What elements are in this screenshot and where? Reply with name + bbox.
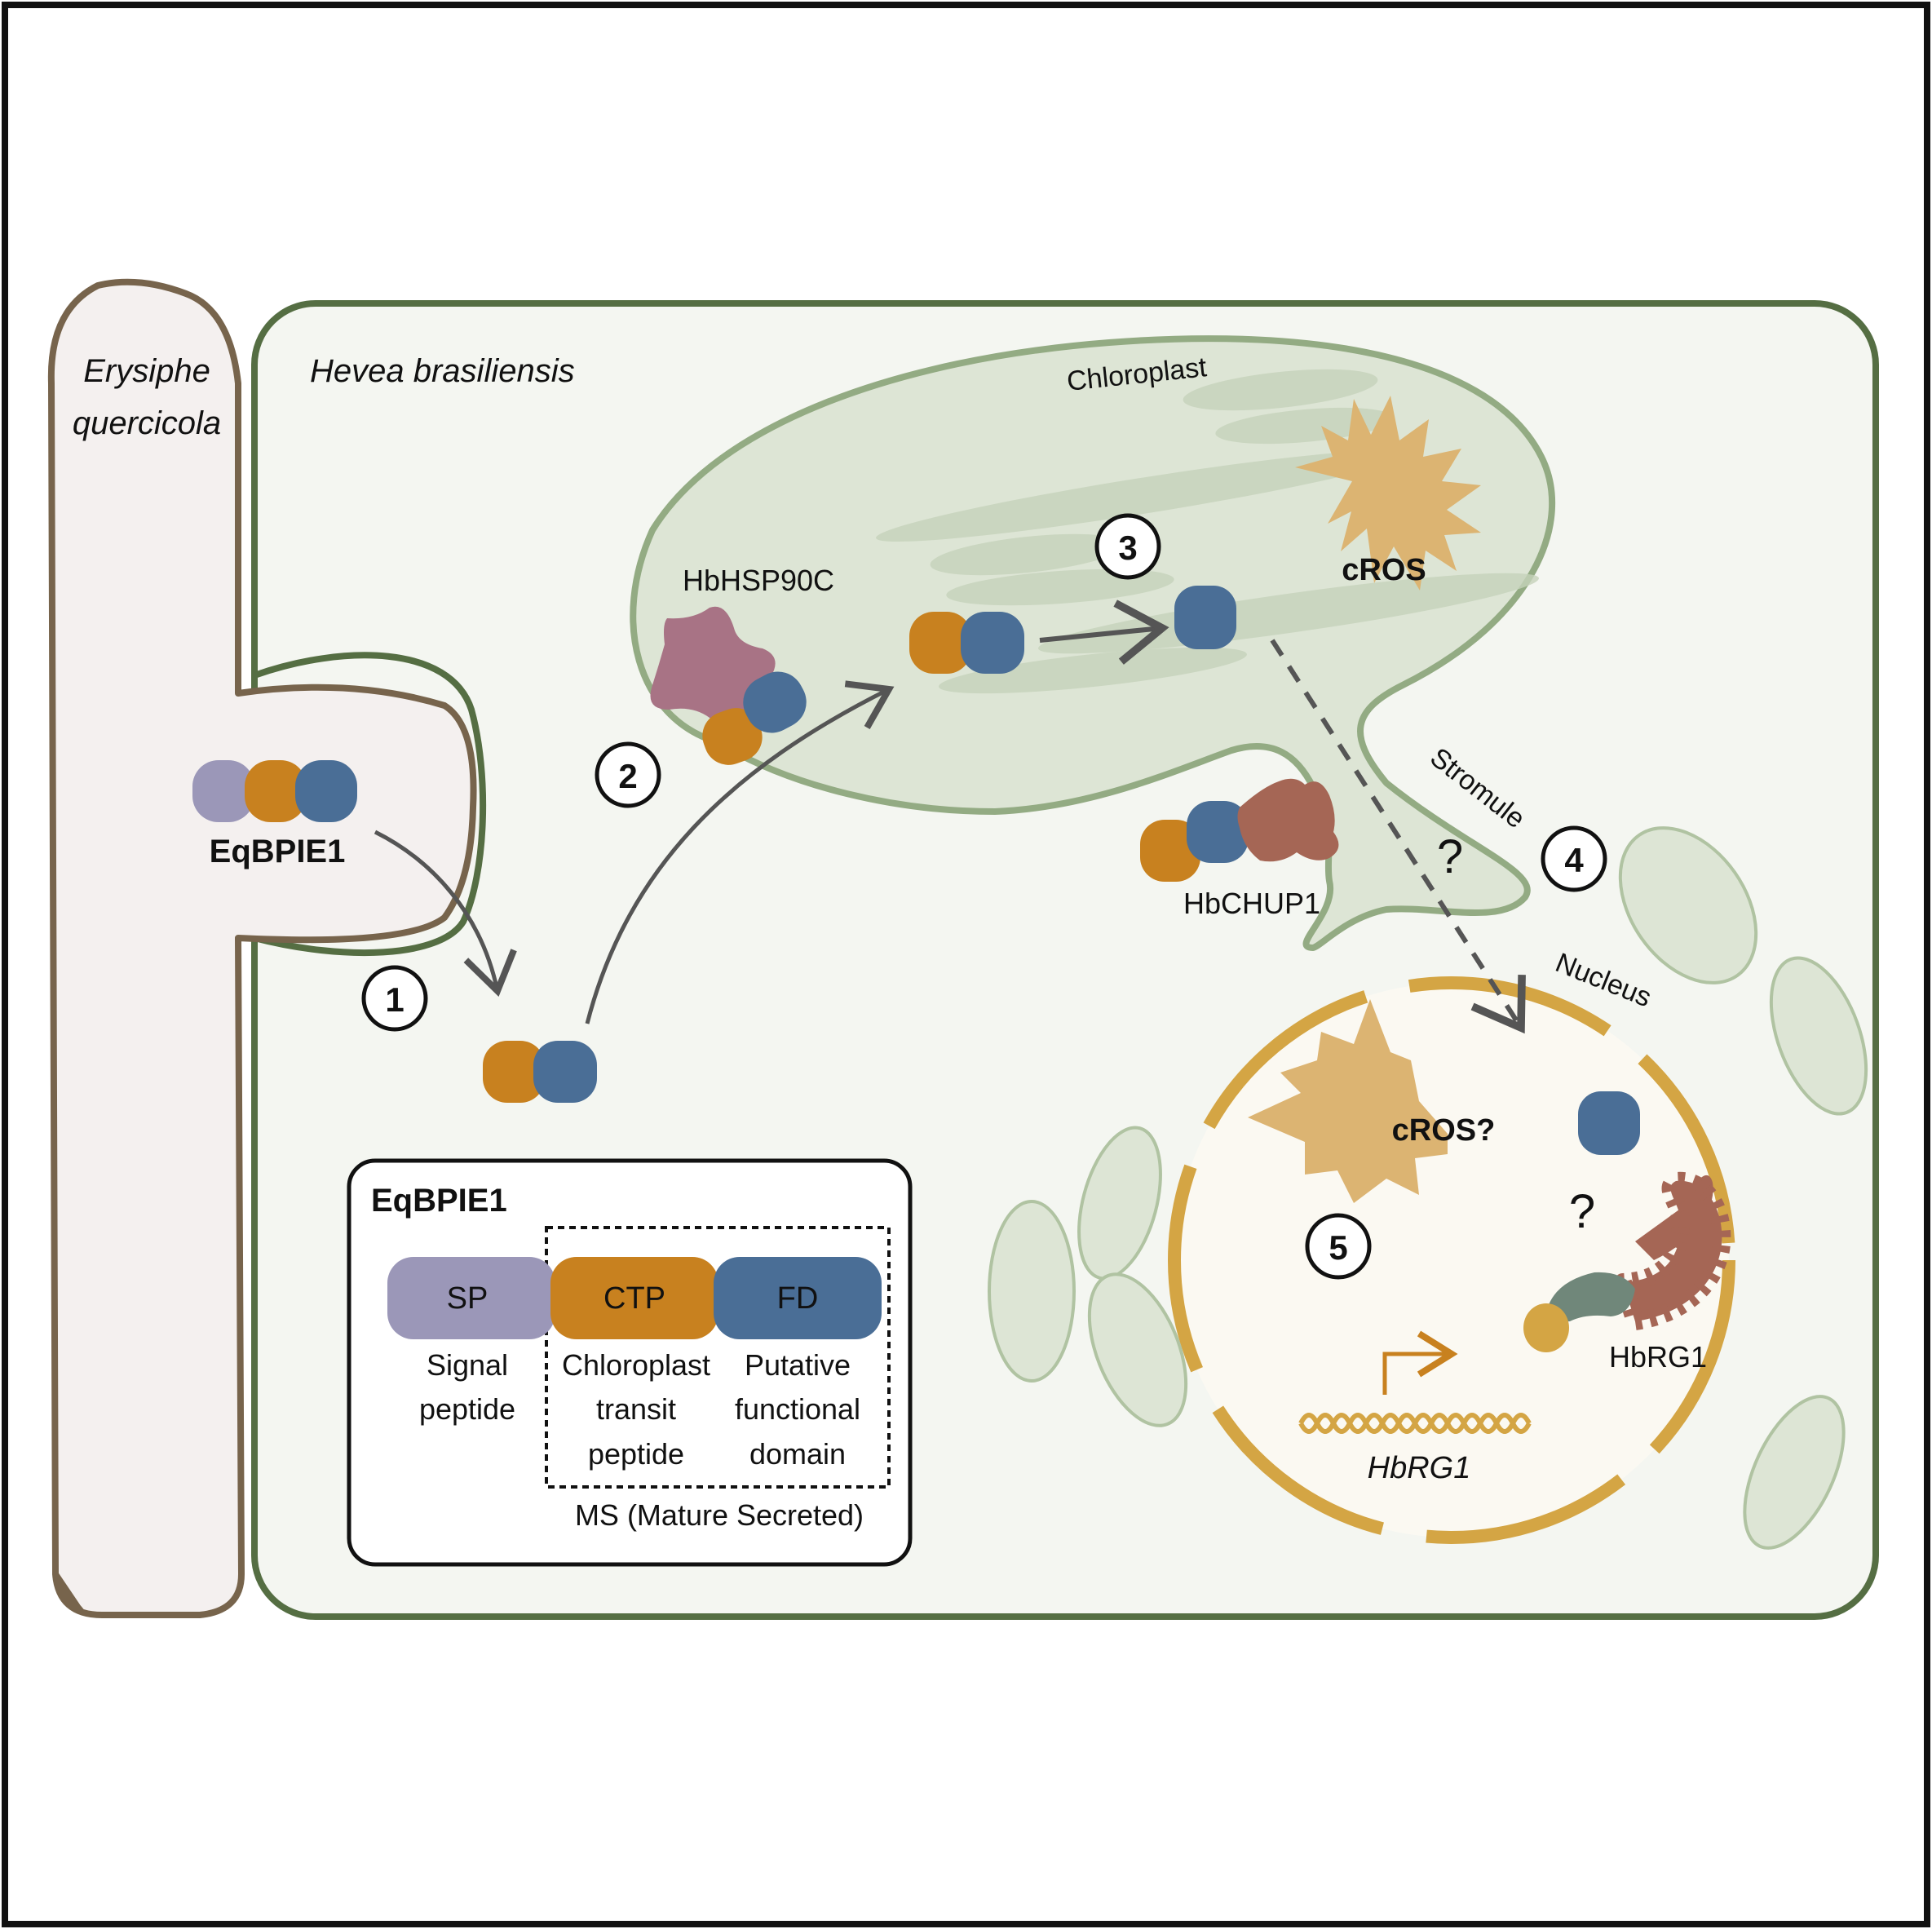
hsp90c-label: HbHSP90C: [683, 564, 834, 597]
effector-full: [192, 760, 357, 822]
step-2-label: 2: [618, 757, 637, 795]
step-1-label: 1: [385, 980, 404, 1019]
legend-sp-abbr: SP: [447, 1281, 489, 1316]
rg1-protein-body: [1614, 1171, 1731, 1330]
mature-secreted-label: MS (Mature Secreted): [575, 1498, 864, 1532]
ros-chloroplast-label: cROS: [1342, 553, 1426, 587]
step-5-label: 5: [1329, 1228, 1347, 1267]
step-5-marker: 5: [1305, 1213, 1372, 1280]
legend-ctp-block: [550, 1257, 718, 1339]
legend-fd-abbr: FD: [777, 1281, 819, 1316]
rg1-green-domain: [1548, 1272, 1635, 1322]
rg1-gene-dna: [1298, 1413, 1532, 1434]
step-4-label: 4: [1564, 841, 1584, 879]
effector-mature-chloroplast: [909, 612, 1024, 674]
legend-ctp-desc-2: transit: [596, 1392, 676, 1426]
haustorium-membrane: [253, 652, 487, 957]
chup1-bound-effector: [1140, 801, 1249, 882]
ros-nucleus-label: cROS?: [1392, 1113, 1496, 1148]
legend-fd-desc-2: functional: [735, 1392, 860, 1426]
fungal-hypha: [47, 278, 477, 1618]
ros-chloroplast: [1295, 396, 1481, 591]
nuclear-envelope: [1168, 976, 1735, 1544]
legend-sp-desc-2: peptide: [419, 1392, 515, 1426]
hsp90c-bound-effector: [702, 671, 807, 765]
small-chloroplasts: [988, 826, 1868, 1550]
legend-sp-block: [387, 1257, 555, 1339]
step-1-marker: 1: [361, 965, 428, 1032]
arrow-step2: [585, 680, 895, 1024]
rg1-gene-label: HbRG1: [1368, 1451, 1471, 1485]
effector-mature-cytoplasm: [483, 1041, 597, 1103]
legend-fd-block: [714, 1257, 882, 1339]
legend-box: EqBPIE1 SP CTP FD Signal peptide Chlorop…: [347, 1158, 913, 1567]
legend-sp-desc-1: Signal: [427, 1348, 508, 1382]
legend-fd-desc-3: domain: [749, 1437, 846, 1471]
fd-nucleus: [1578, 1091, 1640, 1155]
pathogen-name-line2: quercicola: [73, 405, 221, 441]
fd-cleaved-chloroplast: [1174, 586, 1236, 649]
legend-ctp-desc-1: Chloroplast: [562, 1348, 710, 1382]
effector-label: EqBPIE1: [210, 834, 346, 869]
transcription-arrow: [1382, 1330, 1458, 1395]
host-name: Hevea brasiliensis: [310, 353, 575, 389]
legend-fd-desc-1: Putative: [745, 1348, 851, 1382]
pathogen-name-line1: Erysiphe: [83, 353, 210, 389]
step-4-marker: 4: [1541, 825, 1607, 892]
chup1-protein: [1237, 778, 1339, 862]
legend-ctp-desc-3: peptide: [588, 1437, 684, 1471]
step-2-marker: 2: [595, 741, 661, 808]
rg1-gold-domain: [1523, 1303, 1569, 1352]
step-3-marker: 3: [1094, 513, 1161, 580]
arrow-signal: [1270, 639, 1526, 1034]
arrow-step3: [1039, 599, 1169, 665]
legend-ctp-abbr: CTP: [603, 1281, 665, 1316]
mature-secreted-bracket: [545, 1226, 891, 1489]
unknown-mark-nucleus: ?: [1569, 1185, 1595, 1238]
step-3-label: 3: [1118, 529, 1137, 567]
ros-nucleus: [1248, 999, 1448, 1203]
arrow-step1: [374, 830, 517, 998]
chup1-label: HbCHUP1: [1183, 887, 1320, 920]
unknown-mark-stromule: ?: [1437, 830, 1463, 883]
rg1-protein-label: HbRG1: [1609, 1340, 1707, 1374]
legend-title: EqBPIE1: [371, 1183, 507, 1219]
